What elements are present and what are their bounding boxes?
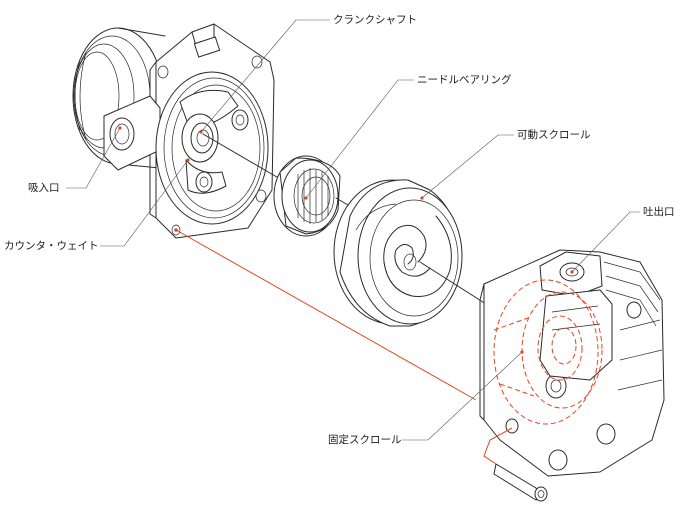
leader-orbiting-scroll — [421, 134, 514, 199]
label-needle-bearing: ニードルベアリング — [417, 74, 512, 86]
needle-bearing — [273, 155, 341, 237]
leader-suction-port — [66, 127, 121, 189]
leader-lines — [66, 19, 640, 441]
label-fixed-scroll: 固定スクロール — [328, 434, 402, 446]
point-markers — [118, 126, 574, 354]
bolt — [493, 463, 548, 502]
label-counterweight: カウンタ・ウェイト — [4, 240, 99, 252]
label-crankshaft: クランクシャフト — [333, 14, 417, 26]
scroll-link-line — [419, 261, 487, 305]
leader-discharge-port — [571, 211, 640, 273]
label-suction-port: 吸入口 — [28, 182, 60, 194]
orbiting-scroll — [333, 179, 463, 327]
label-orbiting-scroll: 可動スクロール — [517, 129, 591, 141]
front-housing — [103, 23, 275, 239]
label-discharge-port: 吐出口 — [643, 206, 675, 218]
leader-crankshaft — [200, 19, 330, 133]
leader-counterweight — [100, 159, 189, 247]
leader-fixed-scroll — [402, 351, 523, 441]
crank-axis-line — [202, 133, 283, 181]
leader-needle-bearing — [305, 79, 414, 199]
alignment-guide — [174, 228, 513, 465]
fixed-scroll-housing — [479, 249, 665, 477]
